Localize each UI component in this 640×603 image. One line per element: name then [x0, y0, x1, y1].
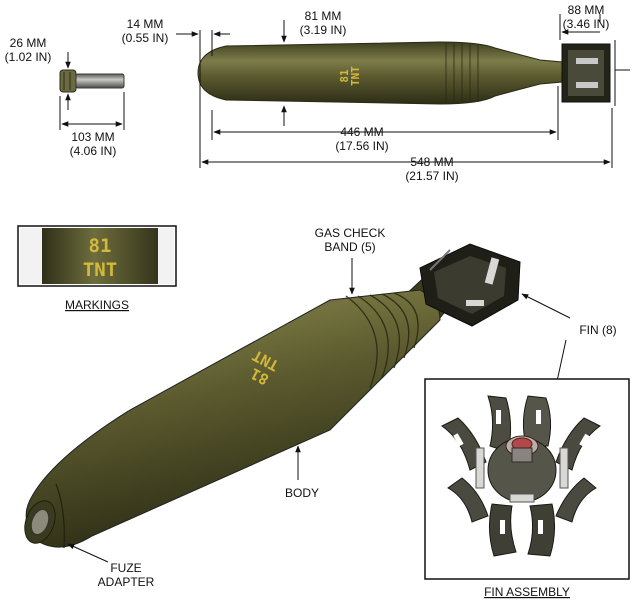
gas-check-label-line2: BAND (5): [324, 240, 375, 254]
top-marking-81: 81: [338, 69, 351, 83]
dim-body-length-in: (17.56 IN): [335, 139, 388, 153]
dim-body-length-mm: 446 MM: [340, 125, 383, 139]
dim-overall-length-mm: 548 MM: [410, 155, 453, 169]
fuze-label-line1: FUZE: [110, 561, 141, 575]
fin-callout: FIN (8): [521, 293, 617, 387]
top-view: 26 MM (1.02 IN) 103 MM (4.06 IN) 81 TNT: [5, 3, 630, 183]
fin-cluster-image: [419, 243, 521, 327]
markings-label: MARKINGS: [65, 298, 129, 312]
fuze-part-image: [59, 69, 125, 93]
dim-fuze-head-in: (1.02 IN): [5, 50, 52, 64]
fin-assembly-label: FIN ASSEMBLY: [484, 585, 570, 599]
dim-nose-mm: 14 MM: [127, 17, 164, 31]
inset-marking-tnt: TNT: [83, 259, 117, 281]
dim-fuze-head: 26 MM (1.02 IN): [5, 36, 71, 110]
dim-fin-width-in: (3.46 IN): [563, 17, 610, 31]
mortar-body-perspective: 81 TNT: [24, 243, 521, 549]
markings-inset: 81 TNT MARKINGS: [17, 225, 177, 312]
inset-marking-81: 81: [89, 235, 112, 257]
dim-nose-in: (0.55 IN): [122, 31, 169, 45]
gas-check-label-line1: GAS CHECK: [315, 226, 386, 240]
fuze-label-line2: ADAPTER: [98, 575, 155, 589]
dim-fuze-head-mm: 26 MM: [10, 36, 47, 50]
body-callout: BODY: [285, 445, 319, 500]
fin-label: FIN (8): [579, 323, 616, 337]
dim-nose: 14 MM (0.55 IN): [122, 17, 230, 168]
fin-assembly-inset: FIN ASSEMBLY: [424, 378, 630, 599]
body-label: BODY: [285, 486, 319, 500]
fuze-adapter-callout: FUZE ADAPTER: [67, 543, 155, 589]
dim-fin-width: 88 MM (3.46 IN): [559, 3, 630, 106]
dim-overall-length: 548 MM (21.57 IN): [201, 108, 613, 183]
dim-body-length: 446 MM (17.56 IN): [211, 86, 559, 153]
top-marking-tnt: TNT: [349, 66, 362, 86]
dim-body-diameter: 81 MM (3.19 IN): [281, 9, 347, 126]
dim-fin-width-mm: 88 MM: [568, 3, 605, 17]
dim-body-diameter-mm: 81 MM: [305, 9, 342, 23]
dim-body-diameter-in: (3.19 IN): [300, 23, 347, 37]
mortar-body-top-image: 81 TNT: [197, 41, 611, 105]
dim-fuze-length-mm: 103 MM: [71, 130, 114, 144]
fin-assembly-image: [441, 395, 601, 557]
gas-check-callout: GAS CHECK BAND (5): [315, 226, 386, 295]
dim-overall-length-in: (21.57 IN): [405, 169, 458, 183]
dim-fuze-length-in: (4.06 IN): [70, 144, 117, 158]
dim-fuze-length: 103 MM (4.06 IN): [59, 92, 125, 158]
